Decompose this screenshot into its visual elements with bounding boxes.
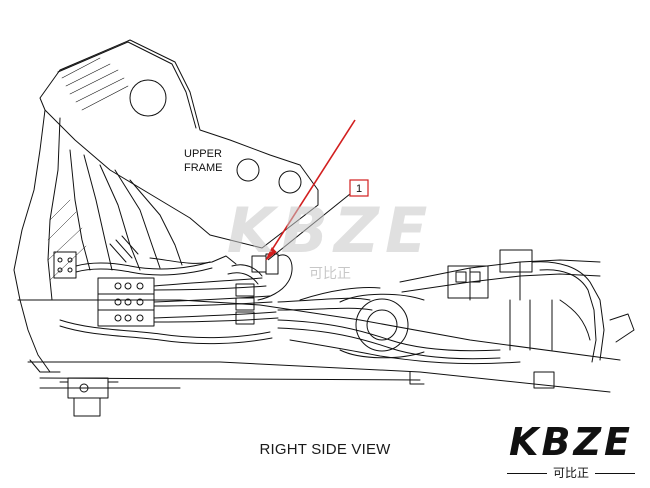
logo-sub-text: 可比正	[552, 466, 589, 480]
callout-box	[349, 179, 369, 197]
fitting-assembly	[227, 253, 293, 325]
hydraulic-hose	[153, 301, 273, 307]
hydraulic-hose	[153, 295, 271, 303]
hydraulic-hose	[153, 317, 279, 323]
mount-bracket	[59, 377, 119, 417]
callout-line	[267, 119, 356, 257]
base-rail-upper	[17, 299, 621, 361]
view-title: RIGHT SIDE VIEW	[259, 441, 391, 458]
logo-brand: KBZE	[509, 420, 633, 464]
frame-hole	[129, 79, 167, 117]
watermark-brand: KBZE	[227, 194, 434, 267]
kbze-logo: KBZE 可比正	[497, 420, 645, 480]
frame-hole	[278, 170, 302, 194]
hydraulic-hose	[153, 277, 263, 287]
upper-frame-label-line2: FRAME	[184, 162, 223, 174]
hydraulic-hose	[153, 311, 277, 319]
boom-ring	[355, 298, 409, 352]
frame-hole	[236, 158, 260, 182]
control-valve	[447, 265, 489, 299]
hydraulic-hose	[153, 285, 267, 291]
upper-frame-label-line1: UPPER	[184, 148, 222, 160]
left-body-outline	[13, 109, 51, 373]
callout-number: 1	[356, 183, 362, 195]
base-rail-lower	[27, 361, 611, 393]
watermark-sub: 可比正	[309, 266, 351, 282]
valve-block	[97, 277, 155, 327]
logo-sub: 可比正	[497, 464, 645, 481]
upper-frame-plate	[39, 39, 319, 249]
